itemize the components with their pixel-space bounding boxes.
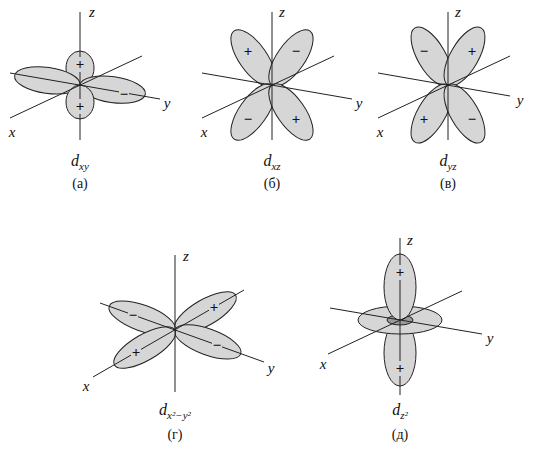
axis-label: x bbox=[83, 379, 90, 394]
lobe-sign: + bbox=[75, 99, 86, 114]
axis-label: y bbox=[487, 331, 494, 346]
lobe-sign: + bbox=[209, 300, 220, 315]
panel-letter: (д) bbox=[392, 428, 408, 442]
lobe-sign: − bbox=[467, 112, 478, 127]
dxz-orbital bbox=[202, 12, 352, 147]
panel-letter: (б) bbox=[264, 177, 280, 191]
orbital-name: dxz bbox=[263, 153, 280, 172]
axis-label: y bbox=[164, 96, 171, 111]
dxy-orbital bbox=[10, 12, 160, 140]
orbital-name: dz² bbox=[392, 402, 408, 421]
lobe-sign: + bbox=[395, 361, 406, 376]
lobe-sign: − bbox=[419, 44, 430, 59]
lobe-sign: + bbox=[291, 112, 302, 127]
axis-label: y bbox=[268, 361, 275, 376]
axis-label: z bbox=[89, 5, 95, 20]
orbital-name: dx²−y² bbox=[159, 402, 191, 421]
axis-label: y bbox=[517, 93, 524, 108]
axis-label: x bbox=[9, 125, 16, 140]
panel-letter: (а) bbox=[72, 177, 88, 191]
lobe-sign: + bbox=[75, 57, 86, 72]
orbital-name: dyz bbox=[439, 153, 456, 172]
lobe-sign: − bbox=[291, 44, 302, 59]
dx2y2-orbital bbox=[93, 255, 264, 392]
axis-label: x bbox=[201, 125, 208, 140]
lobe-sign: + bbox=[395, 265, 406, 280]
axis-label: z bbox=[279, 5, 285, 20]
lobe-sign: + bbox=[243, 44, 254, 59]
lobe-sign: − bbox=[212, 338, 223, 353]
dz2-orbital bbox=[328, 238, 482, 395]
lobe-sign: + bbox=[419, 112, 430, 127]
lobe-sign: − bbox=[128, 308, 139, 323]
dyz-orbital bbox=[378, 12, 510, 149]
axis-label: z bbox=[183, 249, 189, 264]
lobe-sign: + bbox=[467, 44, 478, 59]
lobe-sign: − bbox=[243, 112, 254, 127]
panel-letter: (в) bbox=[440, 177, 456, 191]
axis-label: x bbox=[377, 125, 384, 140]
axis-label: y bbox=[356, 96, 363, 111]
axis-label: z bbox=[455, 5, 461, 20]
lobe-sign: + bbox=[131, 345, 142, 360]
axis-label: x bbox=[320, 357, 327, 372]
orbital-name: dxy bbox=[71, 153, 89, 172]
lobe-sign: − bbox=[119, 87, 130, 102]
panel-letter: (г) bbox=[167, 428, 182, 442]
axis-label: z bbox=[407, 233, 413, 248]
